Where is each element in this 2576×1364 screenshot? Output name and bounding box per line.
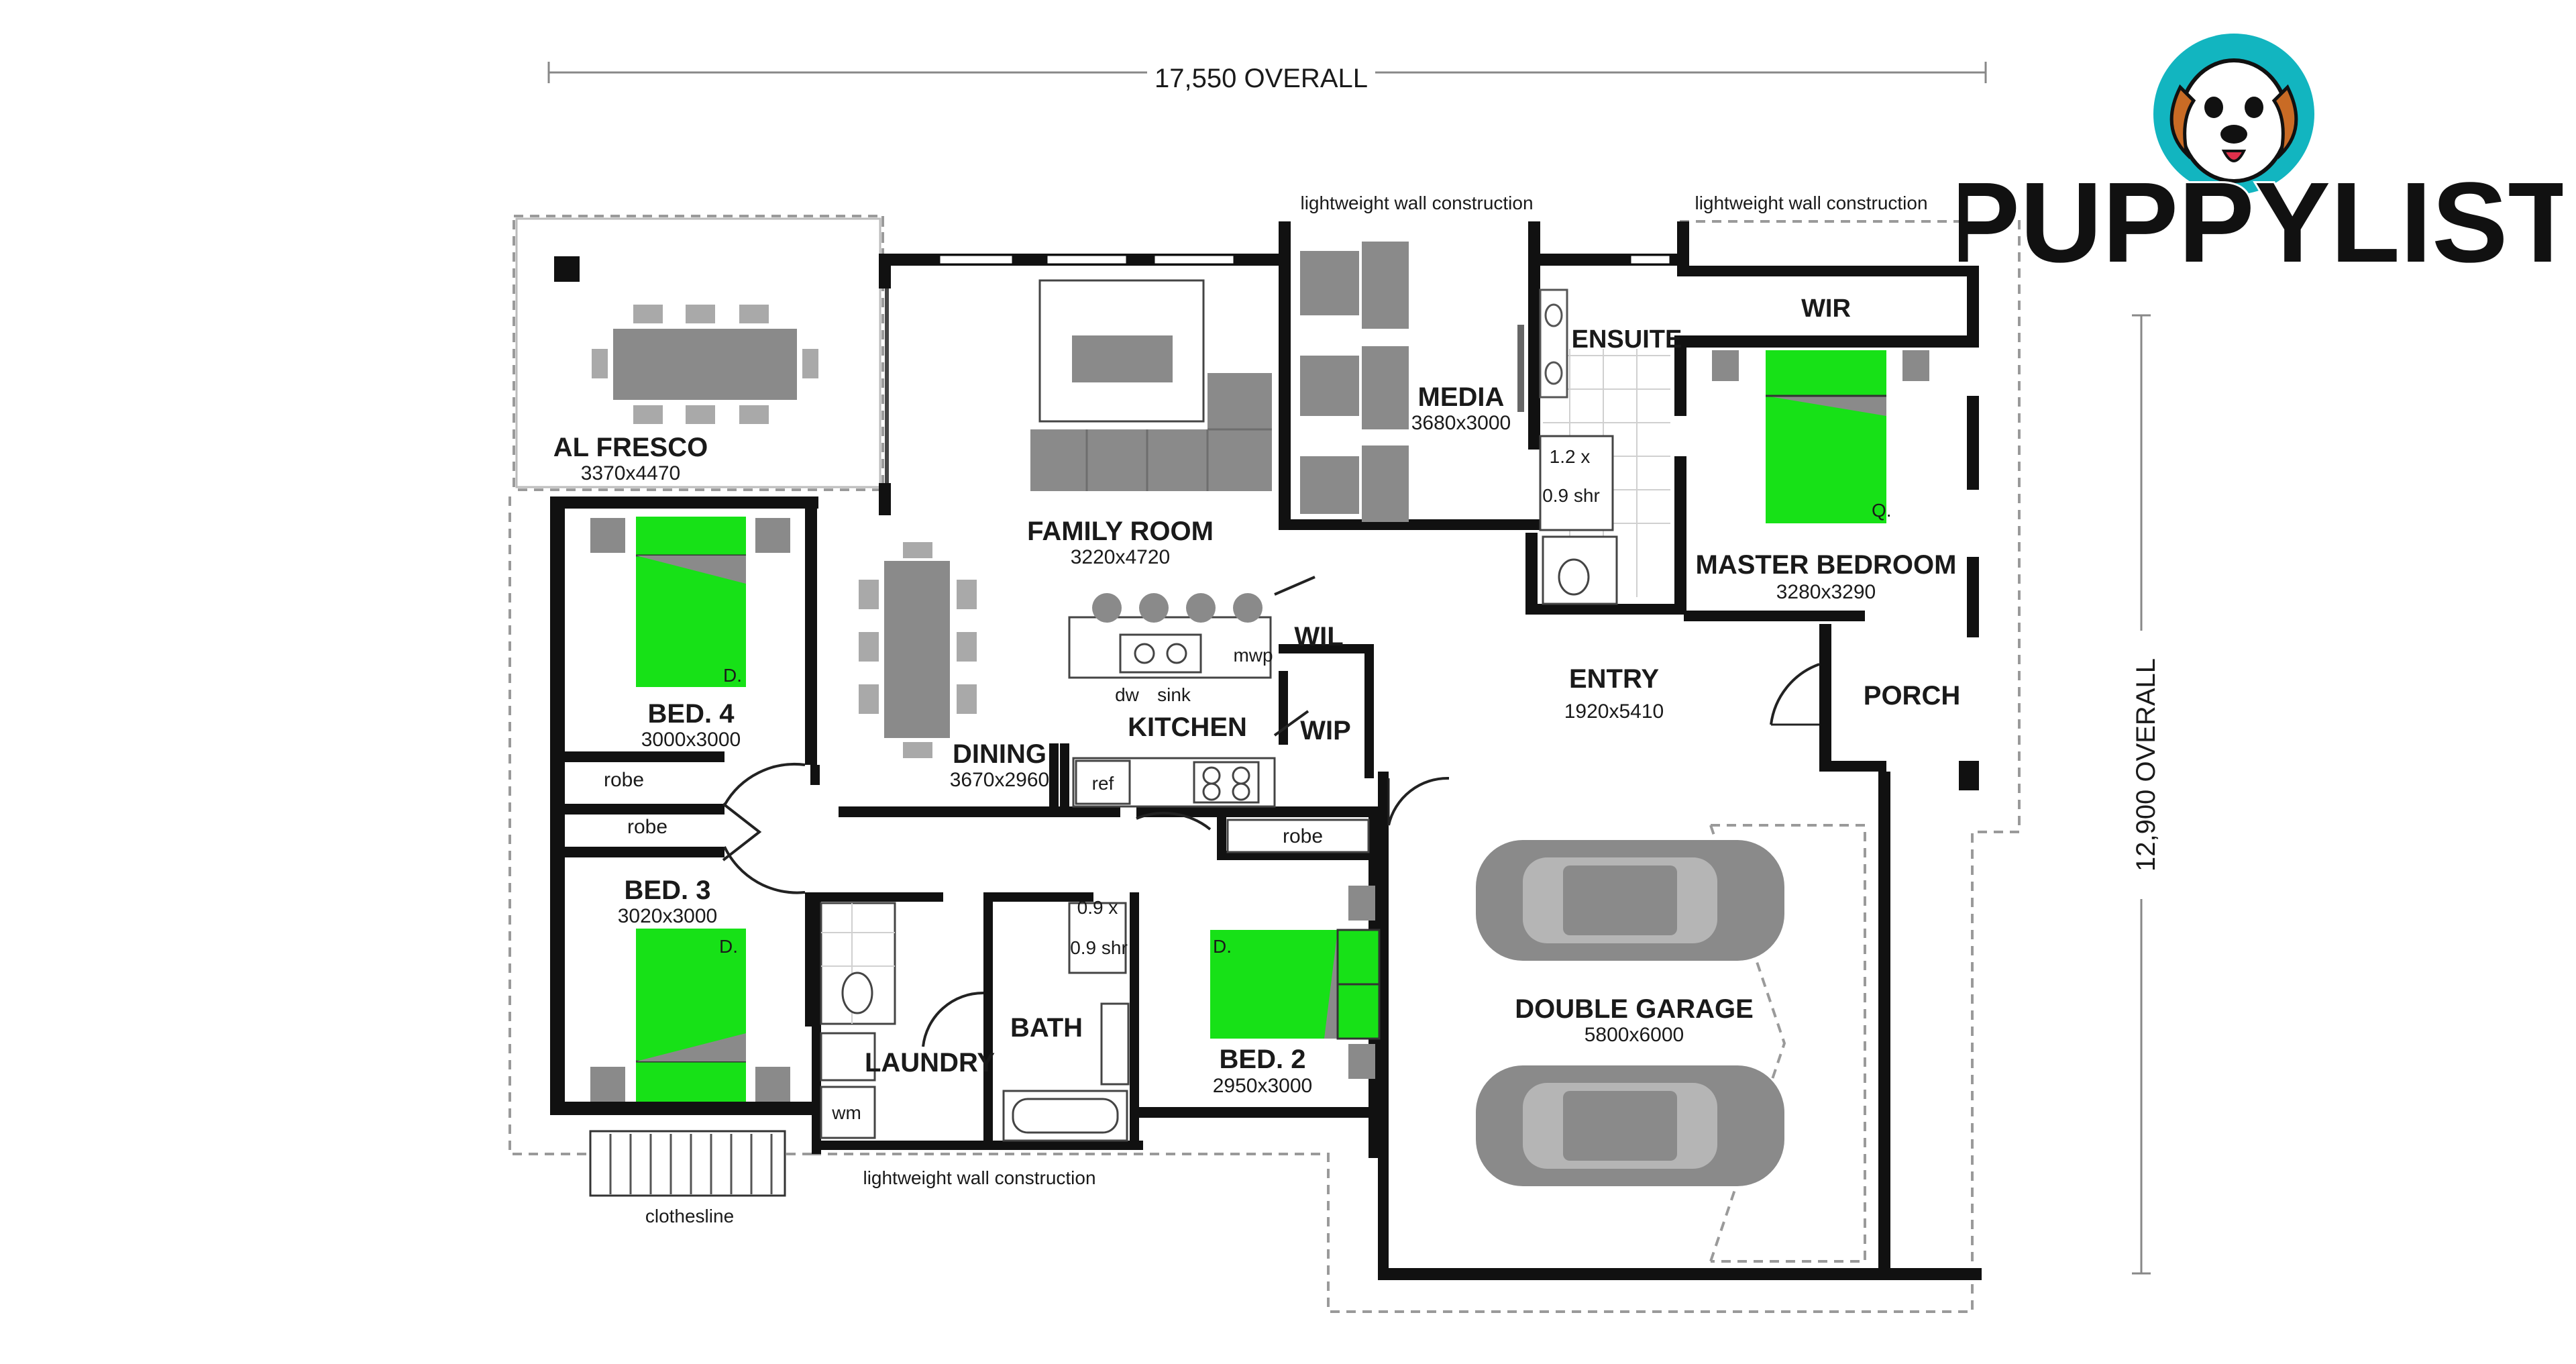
dining-table bbox=[884, 561, 950, 738]
alfresco-area: AL FRESCO 3370x4470 bbox=[515, 217, 881, 488]
dining: DINING 3670x2960 bbox=[859, 542, 1049, 791]
bath-shower bbox=[1068, 902, 1127, 974]
alfresco-size: 3370x4470 bbox=[581, 462, 680, 484]
outdoor-chairs bbox=[592, 305, 818, 424]
bed-4: D. BED. 4 3000x3000 robe bbox=[590, 517, 790, 791]
entry-size: 1920x5410 bbox=[1564, 700, 1664, 723]
clothesline-label: clothesline bbox=[645, 1206, 734, 1226]
entry-label: ENTRY bbox=[1569, 664, 1659, 694]
bed-4-mark: D. bbox=[723, 665, 742, 686]
bath-label: BATH bbox=[1010, 1013, 1083, 1043]
ensuite: 1.2 x 0.9 shr ENSUITE bbox=[1539, 288, 1682, 605]
kitchen-sink: sink bbox=[1157, 684, 1191, 705]
logo-wordmark: PUPPYLIST bbox=[1959, 159, 2563, 286]
bed-2-label: BED. 2 bbox=[1220, 1045, 1306, 1074]
bed-3-bed bbox=[636, 929, 746, 1102]
bed-2-mark: D. bbox=[1213, 936, 1232, 957]
garage-size: 5800x6000 bbox=[1585, 1024, 1684, 1046]
family-room-label: FAMILY ROOM bbox=[1027, 517, 1214, 546]
master-bed-mark: Q. bbox=[1872, 500, 1892, 521]
ensuite-shower-label-a: 1.2 x bbox=[1550, 446, 1591, 467]
clothesline: clothesline bbox=[589, 1130, 786, 1226]
laundry-wm: wm bbox=[831, 1102, 861, 1123]
ensuite-shower bbox=[1539, 435, 1614, 531]
bath-vanity bbox=[1100, 1002, 1130, 1086]
family-room-size: 3220x4720 bbox=[1071, 546, 1170, 568]
kitchen-mwp: mwp bbox=[1233, 645, 1273, 666]
car-bottom bbox=[1476, 1065, 1784, 1186]
dining-label: DINING bbox=[953, 739, 1046, 769]
windows bbox=[938, 254, 1672, 266]
bed-2-size: 2950x3000 bbox=[1213, 1075, 1312, 1097]
lightweight-note-wir: lightweight wall construction bbox=[1695, 193, 1927, 213]
walls bbox=[550, 221, 1982, 1280]
bath-shower-label-a: 0.9 x bbox=[1077, 897, 1118, 918]
puppylist-logo: PUPPYLIST bbox=[1959, 34, 2563, 288]
overall-width-label: 17,550 OVERALL bbox=[1155, 64, 1368, 93]
porch-label: PORCH bbox=[1864, 681, 1960, 711]
robe-bed4: robe bbox=[604, 769, 644, 791]
overall-depth-dimension: 12,900 OVERALL bbox=[2131, 314, 2161, 1275]
double-garage: DOUBLE GARAGE 5800x6000 bbox=[1387, 776, 1866, 1263]
kitchen-label: KITCHEN bbox=[1128, 713, 1247, 742]
kitchen-ref: ref bbox=[1092, 773, 1114, 794]
bed-2: D. BED. 2 2950x3000 bbox=[1210, 886, 1381, 1097]
kitchen-dw: dw bbox=[1115, 684, 1140, 705]
ensuite-vanity bbox=[1539, 288, 1568, 399]
lightweight-note-laundry: lightweight wall construction bbox=[863, 1167, 1095, 1188]
lightweight-note-media: lightweight wall construction bbox=[1300, 193, 1533, 213]
master-bedroom-size: 3280x3290 bbox=[1776, 581, 1876, 603]
car-top bbox=[1476, 840, 1784, 961]
coffee-table bbox=[1072, 335, 1173, 382]
cooktop bbox=[1193, 761, 1260, 804]
laundry-toilet bbox=[841, 972, 873, 1014]
ensuite-toilet bbox=[1558, 558, 1590, 596]
media-size: 3680x3000 bbox=[1411, 412, 1511, 434]
master-bedroom: Q. MASTER BEDROOM 3280x3290 bbox=[1696, 350, 1957, 603]
family-sofa bbox=[1030, 373, 1272, 491]
overall-width-dimension: 17,550 OVERALL bbox=[547, 62, 1987, 93]
bath: 0.9 x 0.9 shr BATH bbox=[1002, 897, 1130, 1142]
bed-4-bed bbox=[636, 517, 746, 687]
dog-face-icon bbox=[2169, 58, 2298, 183]
wir-label: WIR bbox=[1801, 295, 1851, 323]
bed-3: D. BED. 3 3020x3000 bbox=[590, 876, 790, 1102]
ensuite-label: ENSUITE bbox=[1572, 325, 1682, 354]
ensuite-shower-label-b: 0.9 shr bbox=[1542, 485, 1600, 506]
dining-size: 3670x2960 bbox=[950, 769, 1049, 791]
washing-machine bbox=[820, 1086, 876, 1139]
bed-4-label: BED. 4 bbox=[648, 699, 735, 729]
bath-shower-label-b: 0.9 shr bbox=[1070, 937, 1128, 958]
bed-4-size: 3000x3000 bbox=[641, 729, 741, 751]
overall-depth-label: 12,900 OVERALL bbox=[2131, 658, 2161, 872]
alfresco-label: AL FRESCO bbox=[553, 433, 708, 462]
media-label: MEDIA bbox=[1418, 382, 1505, 412]
laundry-label: LAUNDRY bbox=[865, 1048, 995, 1078]
garage-label: DOUBLE GARAGE bbox=[1515, 994, 1754, 1024]
master-bedroom-label: MASTER BEDROOM bbox=[1696, 550, 1957, 580]
laundry: wm LAUNDRY bbox=[820, 902, 995, 1139]
media-room: MEDIA 3680x3000 bbox=[1300, 242, 1524, 522]
wil-label: WIL bbox=[1294, 622, 1343, 651]
bed-3-mark: D. bbox=[719, 936, 738, 957]
family-room: FAMILY ROOM 3220x4720 bbox=[1027, 279, 1272, 568]
entry: ENTRY 1920x5410 bbox=[1564, 663, 1820, 726]
bed-3-size: 3020x3000 bbox=[618, 905, 717, 927]
master-bed bbox=[1766, 350, 1886, 523]
laundry-tub bbox=[820, 1032, 876, 1082]
robe-bed2: robe bbox=[1283, 825, 1323, 847]
media-recliners bbox=[1300, 242, 1409, 522]
outdoor-table bbox=[613, 329, 797, 400]
media-tv-unit bbox=[1517, 325, 1524, 412]
bed-3-label: BED. 3 bbox=[625, 876, 711, 905]
kitchen: dw sink mwp KITCHEN ref bbox=[1068, 593, 1276, 808]
wip-label: WIP bbox=[1300, 716, 1351, 745]
robe-bed3: robe bbox=[627, 816, 667, 838]
hall-doors bbox=[722, 763, 1212, 894]
alfresco-post bbox=[554, 256, 580, 282]
